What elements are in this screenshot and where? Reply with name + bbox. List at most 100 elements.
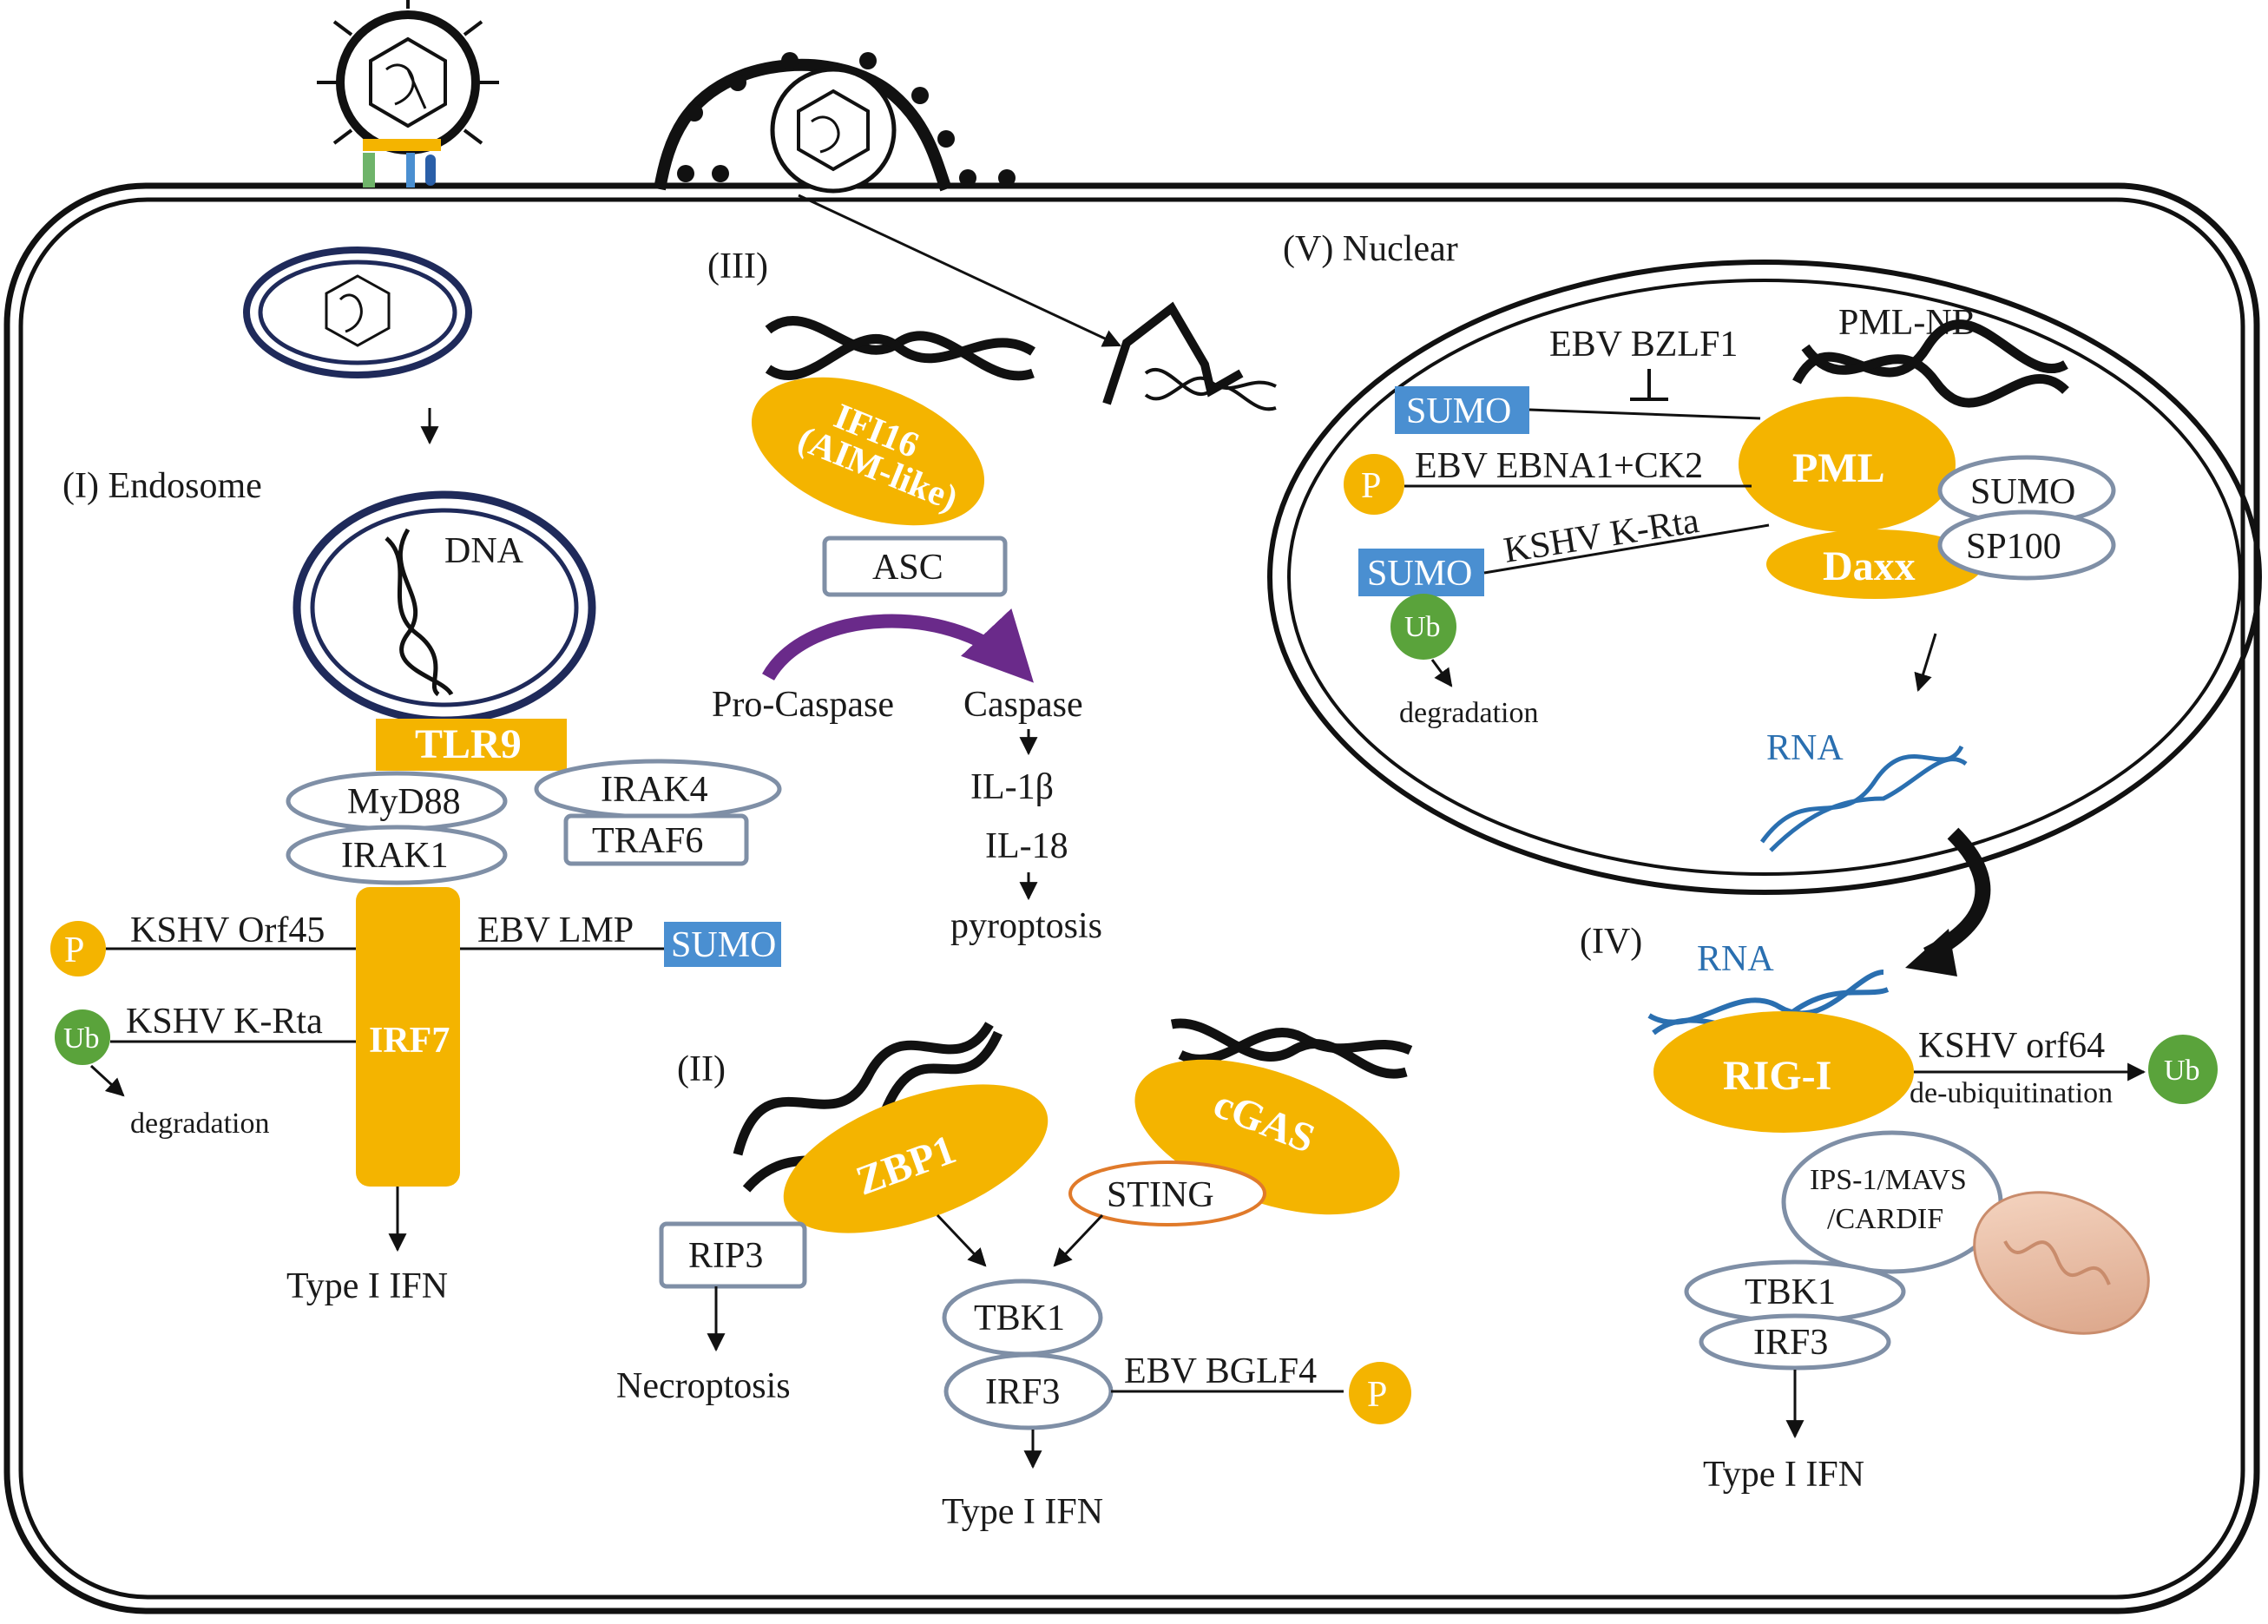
degradation-label-irf7: degradation: [130, 1108, 270, 1140]
ub-label-rig: Ub: [2164, 1055, 2200, 1087]
irak1-label: IRAK1: [341, 836, 449, 876]
sting-label: STING: [1107, 1175, 1214, 1215]
sumo-label-krta: SUMO: [1367, 554, 1472, 594]
ips1-label-2: /CARDIF: [1827, 1203, 1943, 1235]
traf6-node: [563, 813, 749, 866]
caspase-activation-arrow: [762, 608, 1034, 683]
zbp1-node: [783, 1084, 1049, 1233]
nucleus-envelope: [1267, 260, 2262, 895]
kshv-krta-label-nuclear: KSHV K-Rta: [1501, 501, 1701, 571]
irf3-label-ii: IRF3: [985, 1372, 1060, 1412]
zbp1-cgas-pathway: (II) ZBP1 cGAS STING RIP3 Necroptosis TB…: [616, 1018, 1413, 1532]
phospho-label: P: [64, 930, 84, 970]
dna-helix-nuclear: [1792, 319, 2069, 408]
necroptosis-label: Necroptosis: [616, 1366, 791, 1406]
traf6-label: TRAF6: [592, 821, 703, 861]
rna-label-nuclear: RNA: [1766, 728, 1844, 768]
virus-particle-fusion: [654, 52, 1016, 194]
asc-label: ASC: [872, 548, 943, 588]
caspase-label: Caspase: [963, 685, 1083, 725]
virus-spikes: [317, 0, 499, 145]
sumo-badge-irf7: [664, 922, 781, 967]
daxx-node: [1766, 529, 1983, 599]
il1b-label: IL-1β: [970, 767, 1054, 807]
endosome-pathway: (I) Endosome DNA TLR9 MyD88 IRAK1 IRAK4 …: [50, 247, 782, 1306]
pml-label: PML: [1792, 445, 1885, 491]
sp100-label: SP100: [1966, 527, 2061, 567]
phospho-label-bglf4: P: [1367, 1375, 1387, 1415]
dna-helix-endosome: [385, 528, 454, 697]
sumo-badge-bzlf1: [1395, 386, 1529, 434]
dna-label: DNA: [444, 531, 524, 571]
ebv-bzlf1-label: EBV BZLF1: [1549, 325, 1738, 365]
tbk1-label-ii: TBK1: [974, 1299, 1065, 1338]
virus-spikes-2: [677, 52, 1016, 187]
rna-label-rig: RNA: [1697, 939, 1774, 979]
pyroptosis-label: pyroptosis: [950, 906, 1102, 946]
phospho-badge-bglf4: [1349, 1362, 1411, 1424]
phospho-badge-ebna1: [1344, 454, 1404, 515]
type-i-ifn-label-iv: Type I IFN: [1703, 1455, 1864, 1495]
daxx-label: Daxx: [1823, 543, 1916, 589]
ifi16-node: [751, 377, 985, 526]
rig-i-pathway: (IV) RNA RIG-I KSHV orf64 de-ubiquitinat…: [1580, 922, 2218, 1495]
virus-particle-receptor: [317, 0, 499, 187]
pml-node: [1739, 397, 1956, 532]
section-iii-label: (III): [707, 247, 768, 286]
type-i-ifn-label-i: Type I IFN: [286, 1266, 448, 1306]
kshv-orf64-label: KSHV orf64: [1918, 1026, 2105, 1066]
sting-node: [1068, 1160, 1266, 1226]
rip3-label: RIP3: [688, 1236, 763, 1276]
tbk1-label-iv: TBK1: [1745, 1272, 1836, 1312]
ebv-lmp-label: EBV LMP: [477, 911, 634, 950]
ub-label-irf7: Ub: [63, 1022, 100, 1055]
sumo-badge-krta: [1358, 549, 1484, 596]
ebv-ebna1-label: EBV EBNA1+CK2: [1415, 446, 1703, 486]
inflammasome-pathway: (III) IFI16 (AIM-like) ASC Pro-Caspase C…: [707, 247, 1102, 946]
pro-caspase-label: Pro-Caspase: [712, 685, 894, 725]
section-iv-label: (IV): [1580, 922, 1642, 962]
nuclear-pathway: (V) Nuclear PML-NB EBV BZLF1 SUMO PML P …: [1267, 229, 2262, 895]
phospho-badge: [50, 921, 106, 976]
irak1-node: [286, 825, 508, 885]
phospho-label-ebna1: P: [1361, 466, 1381, 506]
irf7-box: [356, 887, 460, 1187]
ebv-bglf4-label: EBV BGLF4: [1124, 1351, 1317, 1391]
irf7-label: IRF7: [369, 1021, 450, 1061]
sumo-label-pml: SUMO: [1970, 472, 2075, 512]
uncoated-capsid: [1102, 301, 1277, 411]
ips1-mavs-node: [1781, 1130, 2003, 1274]
entry-arrow: [798, 194, 1121, 347]
kshv-orf45-label: KSHV Orf45: [130, 911, 325, 950]
upper-endosome-vesicle: [243, 247, 472, 378]
ips1-label-1: IPS-1/MAVS: [1810, 1164, 1967, 1196]
rna-strand-nuclear: [1759, 745, 1968, 852]
rna-export-arrow: [1923, 827, 1991, 963]
tlr9-box: [376, 719, 567, 771]
irf3-node-iv: [1699, 1313, 1891, 1371]
de-ubiquitination-label: de-ubiquitination: [1910, 1077, 2113, 1109]
nuclear-label: (V) Nuclear: [1283, 229, 1458, 269]
sumo-label-bzlf1: SUMO: [1406, 391, 1511, 431]
ub-label-nuclear: Ub: [1404, 611, 1441, 643]
tlr9-label: TLR9: [415, 721, 522, 767]
dna-helix-cgas: [1170, 1018, 1413, 1079]
sumo-label-irf7: SUMO: [671, 925, 776, 965]
asc-node: [822, 536, 1008, 597]
cell-membrane: [3, 182, 2260, 1614]
type-i-ifn-label-ii: Type I IFN: [942, 1492, 1103, 1532]
rig-i-node: [1653, 1011, 1914, 1133]
endosome-label: (I) Endosome: [62, 466, 262, 506]
myd88-label: MyD88: [347, 782, 461, 822]
ub-badge-irf7: [55, 1009, 110, 1065]
degradation-label-nuclear: degradation: [1399, 697, 1539, 729]
ub-badge-rig: [2148, 1035, 2218, 1104]
irf3-label-iv: IRF3: [1753, 1323, 1828, 1363]
kshv-krta-label: KSHV K-Rta: [126, 1002, 323, 1042]
ub-badge-nuclear: [1390, 594, 1456, 660]
rip3-node: [659, 1221, 807, 1289]
il18-label: IL-18: [985, 826, 1068, 866]
endosome-vesicle: DNA: [293, 490, 596, 725]
section-ii-label: (II): [677, 1049, 726, 1089]
